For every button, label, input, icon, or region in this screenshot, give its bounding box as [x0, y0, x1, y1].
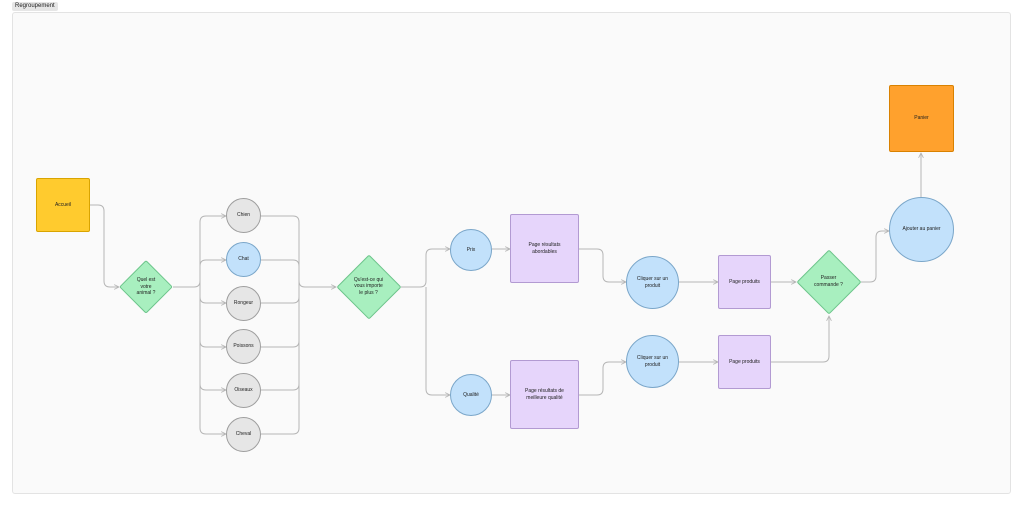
edge-to-qualite: [425, 287, 450, 395]
page-results-affordable[interactable]: Page résultats abordables: [510, 214, 579, 283]
page-product-1[interactable]: Page produits: [718, 255, 771, 309]
page-product-2-label: Page produits: [729, 358, 760, 365]
panier-label: Panier: [914, 115, 929, 122]
edge-from-cheval: [261, 287, 300, 435]
option-chien[interactable]: Chien: [226, 198, 261, 233]
option-cheval-label: Cheval: [235, 431, 252, 438]
edge-to-cheval: [199, 287, 226, 434]
edge-from-oiseaux: [261, 287, 300, 391]
option-chat[interactable]: Chat: [226, 242, 261, 277]
edge-to-poissons: [199, 287, 226, 347]
edge-from-poissons: [261, 287, 300, 348]
page-product-1-label: Page produits: [729, 278, 760, 285]
group-label: Regroupement: [12, 2, 58, 11]
decision-importance[interactable]: Qu'est-ce qui vous importe le plus ?: [336, 254, 401, 319]
action-click-product-1-label: Cliquer sur un produit: [636, 276, 669, 289]
action-click-product-2[interactable]: Cliquer sur un produit: [626, 335, 679, 388]
action-add-to-cart-label: Ajouter au panier: [902, 226, 941, 233]
option-cheval[interactable]: Cheval: [226, 417, 261, 452]
option-rongeur-label: Rongeur: [233, 300, 254, 307]
action-click-product-2-label: Cliquer sur un produit: [636, 355, 669, 368]
action-click-product-1[interactable]: Cliquer sur un produit: [626, 256, 679, 309]
edge-from-chien: [261, 215, 336, 287]
page-results-quality-label: Page résultats de meilleure qualité: [525, 388, 564, 401]
option-chien-label: Chien: [236, 212, 251, 219]
decision-order[interactable]: Passer commande ?: [796, 249, 861, 314]
option-qualite-label: Qualité: [463, 391, 479, 398]
option-oiseaux[interactable]: Oiseaux: [226, 373, 261, 408]
edge-to-prix: [401, 249, 450, 288]
edge-order-add: [861, 231, 889, 283]
edge-from-rongeur: [261, 287, 300, 304]
edge-product-order-2: [771, 316, 829, 363]
edge-accueil-animal: [90, 204, 119, 287]
end-node-panier[interactable]: Panier: [889, 85, 954, 152]
option-chat-label: Chat: [238, 256, 249, 263]
edge-results-click-2: [579, 362, 626, 396]
action-add-to-cart[interactable]: Ajouter au panier: [889, 197, 954, 262]
edge-results-click-1: [579, 248, 626, 282]
edge-to-chien: [173, 216, 226, 288]
page-product-2[interactable]: Page produits: [718, 335, 771, 389]
decision-animal[interactable]: Quel est votre animal ?: [119, 260, 173, 314]
page-results-quality[interactable]: Page résultats de meilleure qualité: [510, 360, 579, 429]
decision-importance-label: Qu'est-ce qui vous importe le plus ?: [353, 276, 384, 296]
start-node-accueil[interactable]: Accueil: [36, 178, 90, 232]
option-prix[interactable]: Prix: [450, 229, 492, 271]
page-results-affordable-label: Page résultats abordables: [528, 242, 561, 255]
edge-to-chat: [199, 260, 226, 287]
option-prix-label: Prix: [466, 246, 476, 253]
option-qualite[interactable]: Qualité: [450, 374, 492, 416]
decision-animal-label: Quel est votre animal ?: [136, 277, 156, 297]
option-rongeur[interactable]: Rongeur: [226, 286, 261, 321]
edge-to-rongeur: [199, 287, 226, 303]
decision-order-label: Passer commande ?: [814, 275, 843, 288]
option-oiseaux-label: Oiseaux: [234, 387, 253, 394]
option-poissons[interactable]: Poissons: [226, 329, 261, 364]
option-poissons-label: Poissons: [233, 343, 254, 350]
edge-from-chat: [261, 259, 300, 287]
accueil-label: Accueil: [54, 201, 72, 208]
